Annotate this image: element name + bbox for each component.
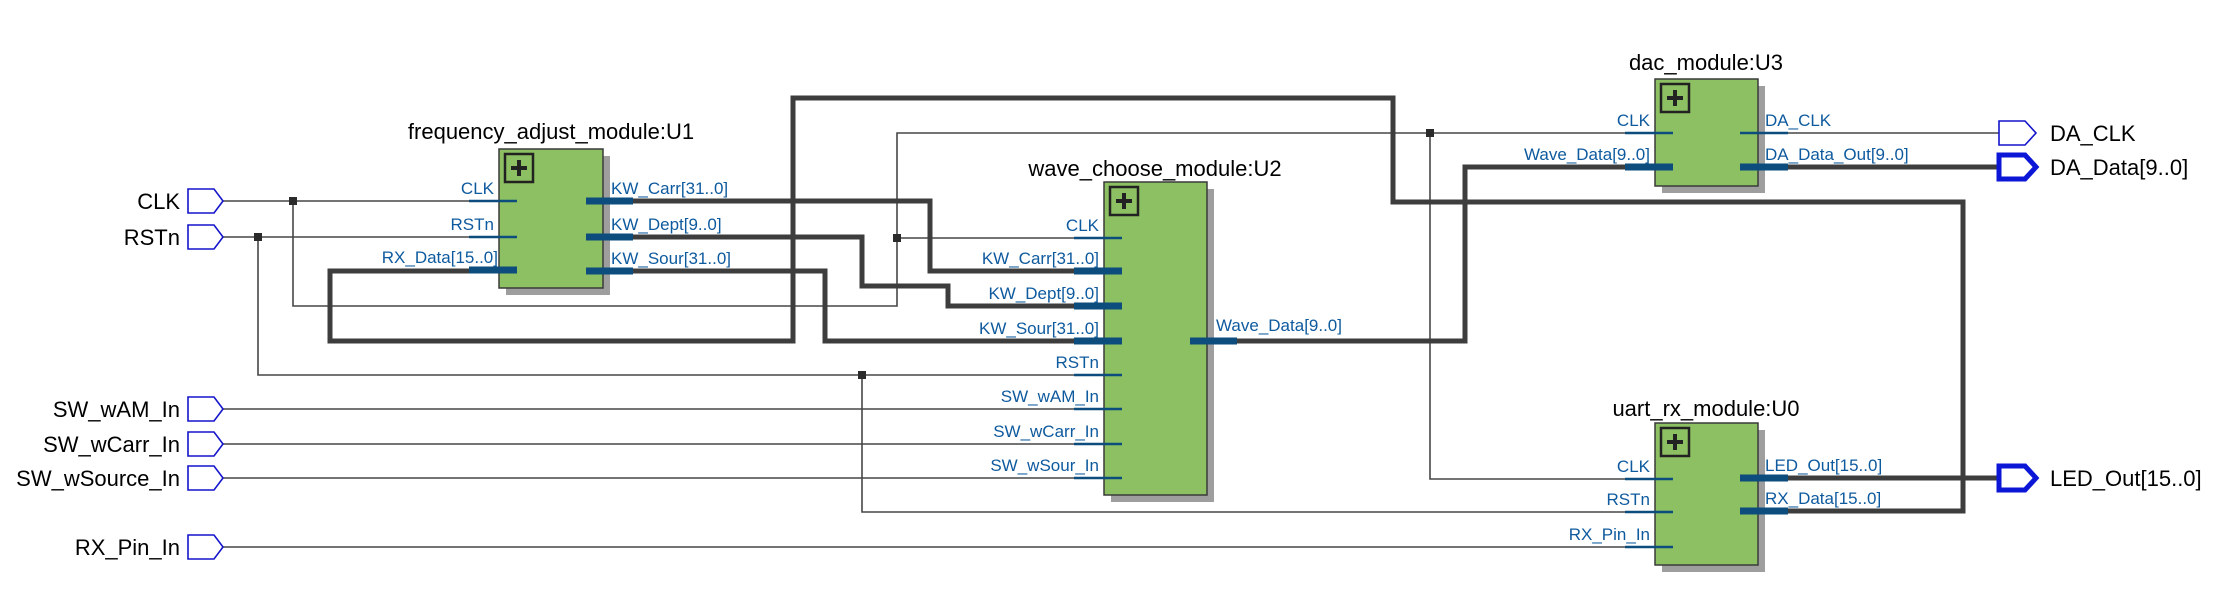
module-title: wave_choose_module:U2	[1027, 156, 1281, 181]
wire-kw-sour[interactable]	[603, 268, 1104, 344]
wire-clk-to-u0[interactable]	[1429, 133, 1655, 480]
pin-label: KW_Carr[31..0]	[982, 249, 1099, 268]
output-port-pentagon-icon[interactable]	[1996, 463, 2040, 493]
input-port-pentagon-icon[interactable]	[187, 534, 224, 560]
input-port-pentagon-icon[interactable]	[187, 431, 224, 457]
wire-junctions	[254, 129, 1434, 379]
port-label: RX_Pin_In	[75, 535, 180, 560]
module-body[interactable]	[1654, 422, 1759, 566]
expand-icon[interactable]	[1659, 82, 1691, 114]
pin-label: KW_Sour[31..0]	[979, 319, 1099, 338]
nets-bus	[327, 95, 1999, 514]
output-port-pentagon-icon[interactable]	[1996, 152, 2040, 182]
pin-label: CLK	[1617, 457, 1651, 476]
module-u3-dac[interactable]: dac_module:U3 CLK Wave_Data[9..0] DA_CLK…	[1524, 50, 1909, 193]
wire-clk-branch[interactable]	[292, 132, 1655, 307]
port-label: SW_wSource_In	[16, 466, 180, 491]
junction-dot	[289, 197, 297, 205]
module-title: frequency_adjust_module:U1	[408, 119, 694, 144]
module-title: uart_rx_module:U0	[1612, 396, 1799, 421]
junction-dot	[254, 233, 262, 241]
port-label: SW_wAM_In	[53, 397, 180, 422]
wire-kw-dept[interactable]	[603, 234, 1104, 309]
wire-kw-carr[interactable]	[603, 198, 1104, 274]
pin-label: KW_Dept[9..0]	[988, 284, 1099, 303]
input-port-clk[interactable]: CLK	[137, 188, 224, 214]
junction-dot	[1426, 129, 1434, 137]
output-port-da-clk[interactable]: DA_CLK	[1998, 120, 2136, 146]
pin-label: DA_Data_Out[9..0]	[1765, 145, 1909, 164]
module-u0-uart-rx[interactable]: uart_rx_module:U0 CLK RSTn RX_Pin_In LED…	[1569, 396, 1882, 572]
wire-wave-data[interactable]	[1207, 164, 1655, 344]
port-label: DA_CLK	[2050, 121, 2136, 146]
pin-label: RX_Data[15..0]	[382, 248, 498, 267]
expand-icon[interactable]	[1659, 426, 1691, 458]
pin-label: CLK	[1617, 111, 1651, 130]
pin-label: KW_Carr[31..0]	[611, 179, 728, 198]
pin-label: SW_wSour_In	[990, 456, 1099, 475]
module-body[interactable]	[498, 148, 604, 289]
nets-single-bit	[222, 132, 1999, 548]
pin-label: RSTn	[1607, 490, 1650, 509]
port-label: CLK	[137, 189, 180, 214]
junction-dot	[893, 234, 901, 242]
input-port-sw-wam-in[interactable]: SW_wAM_In	[53, 396, 224, 422]
pin-label: RSTn	[1056, 353, 1099, 372]
port-label: RSTn	[124, 225, 180, 250]
input-port-rx-pin-in[interactable]: RX_Pin_In	[75, 534, 224, 560]
pin-label: DA_CLK	[1765, 111, 1832, 130]
wire-rx-data-feedback[interactable]	[327, 95, 1966, 514]
pin-label: RSTn	[451, 215, 494, 234]
wire-rstn-to-u2[interactable]	[257, 237, 1104, 376]
input-port-sw-wcarr-in[interactable]: SW_wCarr_In	[43, 431, 224, 457]
junction-dot	[858, 371, 866, 379]
input-port-rstn[interactable]: RSTn	[124, 224, 224, 250]
expand-icon[interactable]	[1108, 185, 1140, 217]
output-port-da-data[interactable]: DA_Data[9..0]	[1996, 152, 2188, 182]
input-ports: CLK RSTn SW_wAM_In SW_wCarr_In SW_wSourc…	[16, 188, 224, 560]
pin-label: RX_Pin_In	[1569, 525, 1650, 544]
input-port-sw-wsource-in[interactable]: SW_wSource_In	[16, 465, 224, 491]
pin-label: SW_wCarr_In	[993, 422, 1099, 441]
pin-label: CLK	[461, 179, 495, 198]
pin-label: RX_Data[15..0]	[1765, 489, 1881, 508]
port-label: SW_wCarr_In	[43, 432, 180, 457]
pin-label: Wave_Data[9..0]	[1216, 316, 1342, 335]
pin-label: Wave_Data[9..0]	[1524, 145, 1650, 164]
module-title: dac_module:U3	[1629, 50, 1783, 75]
pin-label: KW_Sour[31..0]	[611, 249, 731, 268]
pin-label: KW_Dept[9..0]	[611, 215, 722, 234]
port-label: LED_Out[15..0]	[2050, 466, 2202, 491]
pin-label: CLK	[1066, 216, 1100, 235]
output-port-pentagon-icon[interactable]	[1998, 120, 2038, 146]
wire-rstn-to-u0[interactable]	[861, 375, 1655, 513]
input-port-pentagon-icon[interactable]	[187, 465, 224, 491]
pin-label: LED_Out[15..0]	[1765, 456, 1882, 475]
module-u1-frequency-adjust[interactable]: frequency_adjust_module:U1 CLK RSTn RX_D…	[382, 119, 731, 295]
port-label: DA_Data[9..0]	[2050, 155, 2188, 180]
output-ports: DA_CLK DA_Data[9..0] LED_Out[15..0]	[1996, 120, 2202, 493]
input-port-pentagon-icon[interactable]	[187, 188, 224, 214]
input-port-pentagon-icon[interactable]	[187, 396, 224, 422]
pin-label: SW_wAM_In	[1001, 387, 1099, 406]
input-port-pentagon-icon[interactable]	[187, 224, 224, 250]
output-port-led-out[interactable]: LED_Out[15..0]	[1996, 463, 2202, 493]
expand-icon[interactable]	[503, 152, 535, 184]
module-u2-wave-choose[interactable]: wave_choose_module:U2 CLK KW_Carr[31..0]…	[979, 156, 1342, 502]
